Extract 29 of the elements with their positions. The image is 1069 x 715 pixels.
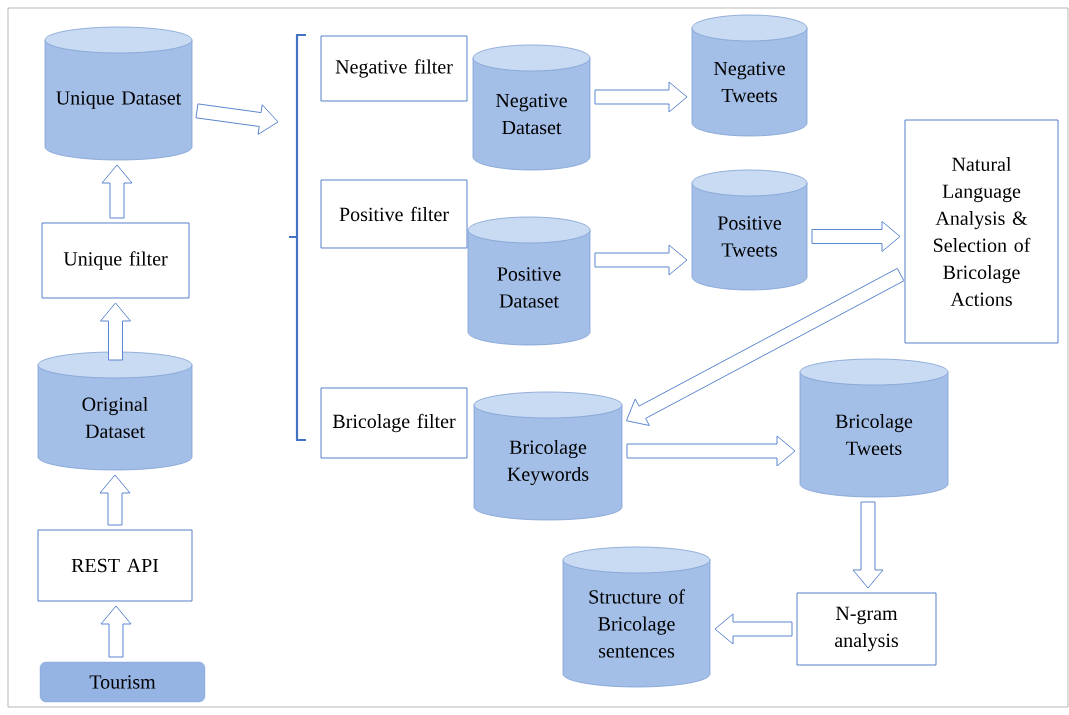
block-arrow [101,164,133,219]
database-cylinder: Negative Tweets [691,14,808,137]
block-arrow [594,244,688,276]
database-cylinder: Positive Dataset [467,216,591,346]
database-cylinder: Unique Dataset [44,26,193,161]
block-arrow [811,221,901,252]
process-box: Unique filter [41,222,190,299]
source-box: Tourism [39,661,206,703]
process-box: Bricolage filter [320,387,468,459]
block-arrow [714,613,793,645]
block-arrow [594,81,688,113]
database-cylinder: Negative Dataset [472,44,591,171]
database-cylinder: Original Dataset [37,351,193,471]
block-arrow [99,474,131,526]
process-box: Natural Language Analysis & Selection of Bricolage Actions [904,119,1059,344]
process-box: REST API [37,529,193,602]
block-arrow [626,435,796,467]
database-cylinder: Positive Tweets [691,169,808,291]
block-arrow [100,605,132,658]
process-box: N-gram analysis [796,592,937,666]
block-arrow [195,103,279,135]
database-cylinder: Structure of Bricolage sentences [562,546,711,688]
block-arrow [852,501,884,589]
process-box: Negative filter [320,35,468,102]
process-box: Positive filter [320,179,468,249]
database-cylinder: Bricolage Tweets [799,358,949,498]
block-arrow [100,302,131,361]
database-cylinder: Bricolage Keywords [473,391,623,521]
block-arrow [625,267,905,426]
